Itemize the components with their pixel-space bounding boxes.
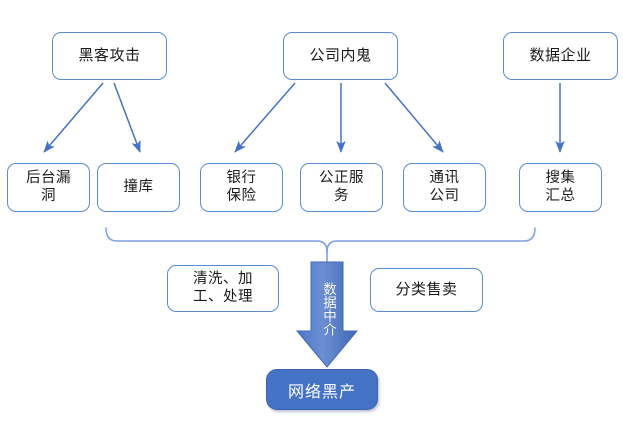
node-data-firm[interactable]: 数据企业 bbox=[503, 32, 618, 80]
node-bank-insurance-label-line1: 银行 bbox=[226, 170, 257, 187]
node-data-firm-label: 数据企业 bbox=[529, 46, 592, 64]
node-telecom-label-line2: 公司 bbox=[429, 187, 460, 204]
node-categorized-sale-label: 分类售卖 bbox=[395, 280, 458, 298]
node-credential-stuffing[interactable]: 撞库 bbox=[97, 163, 180, 212]
node-cleaning-label-line2: 工、处理 bbox=[193, 288, 253, 305]
edge-insider-to-telecom bbox=[384, 82, 444, 153]
node-backend-vuln[interactable]: 后台漏 洞 bbox=[7, 163, 90, 212]
node-notary-service-label-line1: 公正服 bbox=[319, 170, 364, 187]
node-hacker[interactable]: 黑客攻击 bbox=[52, 32, 167, 80]
node-insider[interactable]: 公司内鬼 bbox=[283, 32, 398, 80]
node-notary-service-label-line2: 务 bbox=[334, 187, 349, 204]
node-backend-vuln-label-line2: 洞 bbox=[41, 187, 56, 204]
node-black-industry-label: 网络黑产 bbox=[287, 383, 356, 401]
node-collection-label-line1: 搜集 bbox=[545, 170, 576, 187]
node-notary-service[interactable]: 公正服 务 bbox=[300, 163, 383, 212]
node-credential-stuffing-label: 撞库 bbox=[123, 178, 154, 195]
block-arrow-data-broker-label: 数据中介 bbox=[321, 282, 336, 336]
node-backend-vuln-label-line1: 后台漏 bbox=[26, 170, 71, 187]
node-black-industry[interactable]: 网络黑产 bbox=[266, 369, 378, 410]
node-bank-insurance-label-line2: 保险 bbox=[226, 187, 257, 204]
node-bank-insurance[interactable]: 银行 保险 bbox=[200, 163, 283, 212]
node-cleaning[interactable]: 清洗、加 工、处理 bbox=[167, 265, 279, 312]
node-telecom-label-line1: 通讯 bbox=[429, 170, 460, 187]
edge-insider-to-bank-insurance bbox=[234, 82, 296, 153]
node-hacker-label: 黑客攻击 bbox=[78, 46, 141, 64]
node-collection[interactable]: 搜集 汇总 bbox=[519, 163, 602, 212]
node-collection-label-line2: 汇总 bbox=[545, 187, 576, 204]
node-insider-label: 公司内鬼 bbox=[309, 46, 372, 64]
node-categorized-sale[interactable]: 分类售卖 bbox=[370, 268, 483, 312]
node-telecom[interactable]: 通讯 公司 bbox=[403, 163, 486, 212]
edge-hacker-to-credential-stuffing bbox=[113, 82, 141, 153]
bracket-channels-to-broker bbox=[105, 227, 536, 267]
edge-hacker-to-backend-vuln bbox=[43, 82, 104, 153]
node-cleaning-label-line1: 清洗、加 bbox=[193, 271, 253, 288]
